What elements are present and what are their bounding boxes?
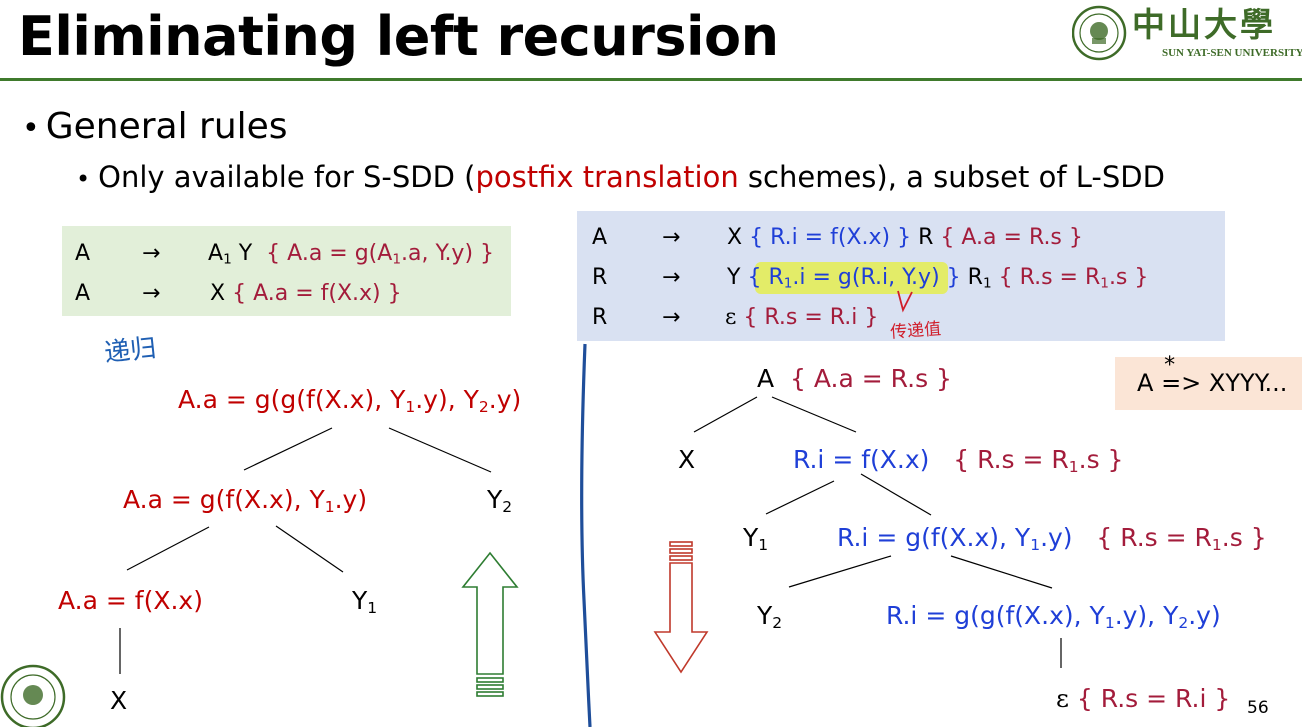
left-tree-x: X <box>110 686 128 715</box>
right-tree-r3: R.i = g(g(f(X.x), Y1.y), Y2.y) <box>886 601 1221 632</box>
title-divider <box>0 78 1302 81</box>
arrow-symbol: → <box>662 305 681 330</box>
derivation-note: A *=> XYYY... <box>1137 353 1288 397</box>
right-tree-epsilon: ε { R.s = R.i } <box>1056 684 1231 713</box>
grammar-right-row-2-lhs: R <box>592 265 608 290</box>
grammar-left-row-1: A <box>75 241 91 266</box>
page-number: 56 <box>1247 698 1269 718</box>
right-tree-root: A { A.a = R.s } <box>757 364 952 393</box>
down-arrow-icon <box>653 541 709 674</box>
left-tree-root: A.a = g(g(f(X.x), Y1.y), Y2.y) <box>178 385 522 416</box>
grammar-right-row-3-rhs: ε { R.s = R.i } <box>725 305 879 330</box>
tree-edge <box>788 555 892 588</box>
right-tree-y1: Y1 <box>743 523 769 554</box>
grammar-left-row-1-rhs: A1 Y { A.a = g(A1.a, Y.y) } <box>208 241 495 268</box>
right-tree-y2: Y2 <box>757 601 783 632</box>
grammar-right-row-1-lhs: A <box>592 225 608 250</box>
tree-edge <box>693 396 758 433</box>
tree-edge <box>860 473 932 516</box>
right-tree-r1: R.i = f(X.x) { R.s = R1.s } <box>793 445 1124 476</box>
left-recursive-grammar-box <box>62 226 511 316</box>
left-tree-y2: Y2 <box>487 485 513 516</box>
bullet-s-sdd-note: •Only available for S-SDD (postfix trans… <box>76 160 1165 194</box>
up-arrow-icon <box>461 551 519 697</box>
right-tree-x: X <box>678 445 696 474</box>
highlight-marker <box>755 262 948 294</box>
arrow-symbol: → <box>142 281 161 306</box>
left-tree-y1: Y1 <box>352 586 378 617</box>
handwriting-down-tick <box>897 290 913 313</box>
tree-edge <box>950 555 1053 589</box>
right-tree-r2: R.i = g(f(X.x), Y1.y) { R.s = R1.s } <box>837 523 1267 554</box>
grammar-right-row-2-rhs: Y { R1.i = g(R.i, Y.y) } R1 { R.s = R1.s… <box>727 265 1149 292</box>
tree-edge <box>771 396 857 433</box>
university-seal-small-icon <box>0 664 66 727</box>
vertical-divider <box>580 343 592 727</box>
slide-title: Eliminating left recursion <box>18 5 779 68</box>
grammar-left-row-2: A <box>75 281 91 306</box>
arrow-symbol: → <box>662 225 681 250</box>
left-tree-mid: A.a = g(f(X.x), Y1.y) <box>123 485 368 516</box>
grammar-left-row-2-rhs: X { A.a = f(X.x) } <box>210 281 402 306</box>
tree-edge <box>243 427 333 471</box>
bullet-general-rules: •General rules <box>22 106 288 147</box>
grammar-right-row-1-rhs: X { R.i = f(X.x) } R { A.a = R.s } <box>727 225 1083 250</box>
university-name-zh: 中山大學 <box>1132 5 1276 44</box>
arrow-symbol: → <box>142 241 161 266</box>
arrow-symbol: → <box>662 265 681 290</box>
derivation-note-box <box>1115 357 1302 410</box>
tree-edge <box>765 480 835 515</box>
tree-edge <box>388 427 492 473</box>
tree-edge <box>126 526 210 571</box>
university-name-en: SUN YAT-SEN UNIVERSITY <box>1162 47 1302 59</box>
grammar-right-row-3-lhs: R <box>592 305 608 330</box>
tree-edge <box>275 525 344 573</box>
university-seal-icon <box>1071 0 1128 70</box>
left-tree-low: A.a = f(X.x) <box>58 586 203 615</box>
